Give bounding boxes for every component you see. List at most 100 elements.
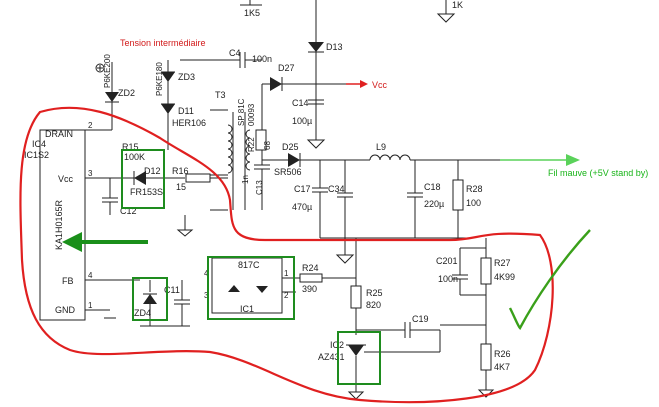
resistor-r28 xyxy=(452,160,464,238)
label-r15: R15 xyxy=(122,142,139,152)
label-ic-ref-b: IC1S2 xyxy=(24,150,49,160)
label-c34: C34 xyxy=(328,184,345,194)
label-r16-val: 15 xyxy=(176,182,186,192)
capacitor-c17 xyxy=(312,160,328,238)
label-r22-val: 68 xyxy=(263,141,272,150)
label-c13-val: 1n xyxy=(241,175,250,184)
check-mark xyxy=(508,229,591,330)
c12-ground-symbol xyxy=(176,229,194,237)
regulator-ic2 xyxy=(346,344,440,400)
label-c4-val: 100n xyxy=(252,54,272,64)
label-c13: C13 xyxy=(255,180,264,195)
label-d25-val: SR506 xyxy=(274,167,302,177)
label-r28: R28 xyxy=(466,184,483,194)
zener-zd4 xyxy=(143,280,157,326)
label-pin-1: 1 xyxy=(88,301,93,310)
label-opto-p2: 2 xyxy=(284,291,289,300)
label-c19: C19 xyxy=(412,314,429,324)
label-r22: R22 xyxy=(247,137,256,152)
zener-zd3 xyxy=(161,60,175,150)
output-arrow xyxy=(500,154,580,166)
capacitor-c11 xyxy=(140,280,190,327)
label-r-1k5: 1K5 xyxy=(244,8,260,18)
label-r-1k: 1K xyxy=(452,0,463,10)
label-pin-vcc: Vcc xyxy=(58,174,74,184)
diode-d27 xyxy=(262,77,360,91)
label-r24: R24 xyxy=(302,263,319,273)
feedback-arrow xyxy=(62,232,148,252)
capacitor-c4 xyxy=(180,52,262,68)
diode-d13 xyxy=(308,0,324,120)
label-d13: D13 xyxy=(326,42,343,52)
label-r26: R26 xyxy=(494,349,511,359)
label-c201-val: 100n xyxy=(438,274,458,284)
resistor-r27 xyxy=(480,238,492,344)
label-c11: C11 xyxy=(164,285,180,295)
vcc-output-arrow xyxy=(346,80,368,88)
label-zd3-val: P6KE180 xyxy=(155,62,164,96)
label-pin-2: 2 xyxy=(88,121,93,130)
diode-d12 xyxy=(130,171,228,185)
label-c17: C17 xyxy=(294,184,311,194)
highlight-opto xyxy=(207,256,295,320)
label-c18: C18 xyxy=(424,182,441,192)
zener-zd1-zd2 xyxy=(95,62,119,130)
ic4-block xyxy=(39,129,140,321)
label-c14: C14 xyxy=(292,98,309,108)
label-output: Fil mauve (+5V stand by) xyxy=(548,168,648,178)
resistor-r26 xyxy=(440,324,495,398)
label-pin-drain: DRAIN xyxy=(45,129,73,139)
capacitor-c14 xyxy=(306,84,326,149)
label-tension: Tension intermédiaire xyxy=(120,38,206,48)
resistor-r25 xyxy=(350,238,362,335)
top-ground-1k xyxy=(436,0,456,23)
label-r24-val: 390 xyxy=(302,284,317,294)
capacitor-c12 xyxy=(102,178,118,215)
diode-d25 xyxy=(262,153,370,167)
label-r28-val: 100 xyxy=(466,198,481,208)
label-opto-ref: IC1 xyxy=(240,304,254,314)
label-r26-val: 4K7 xyxy=(494,362,510,372)
label-c17-val: 470µ xyxy=(292,202,312,212)
label-zd2: ZD2 xyxy=(118,88,135,98)
red-outline xyxy=(19,106,554,404)
label-opto-p4: 4 xyxy=(204,269,209,278)
label-r25-val: 820 xyxy=(366,300,381,310)
top-resistor-1k5 xyxy=(240,0,262,6)
label-d12: D12 xyxy=(144,166,161,176)
transformer-t3 xyxy=(210,109,251,211)
label-l9: L9 xyxy=(376,142,386,152)
capacitor-c201 xyxy=(452,247,486,296)
label-d27: D27 xyxy=(278,63,295,73)
label-opto-p3: 3 xyxy=(204,291,209,300)
label-r16: R16 xyxy=(172,166,189,176)
label-ic-part: KA1H0165R xyxy=(54,199,64,250)
label-ic2-val: AZ431 xyxy=(318,352,345,362)
label-ic-ref-a: IC4 xyxy=(32,139,46,149)
highlight-d12 xyxy=(121,149,165,209)
highlight-ic2 xyxy=(337,331,381,385)
label-r25: R25 xyxy=(366,288,383,298)
label-c18-val: 220µ xyxy=(424,199,444,209)
label-t3-code: 00093 xyxy=(247,103,256,126)
label-vcc-out: Vcc xyxy=(372,80,388,90)
label-r27-val: 4K99 xyxy=(494,272,515,282)
label-pin-3: 3 xyxy=(88,169,93,178)
capacitor-c19 xyxy=(356,322,441,352)
label-d25: D25 xyxy=(282,142,299,152)
capacitor-c18 xyxy=(407,160,423,238)
label-d11-val: HER106 xyxy=(172,118,206,128)
label-t3: T3 xyxy=(215,90,226,100)
optocoupler-ic1 xyxy=(211,257,296,314)
label-r15-val: 100K xyxy=(124,152,145,162)
label-zd3: ZD3 xyxy=(178,72,195,82)
label-d12-val: FR153S xyxy=(130,187,163,197)
label-pin-gnd: GND xyxy=(55,305,76,315)
highlight-zd4 xyxy=(132,277,168,321)
label-c14-val: 100µ xyxy=(292,116,312,126)
label-c12: C12 xyxy=(120,206,137,216)
label-c201: C201 xyxy=(436,256,458,266)
label-opto-p1: 1 xyxy=(284,269,289,278)
